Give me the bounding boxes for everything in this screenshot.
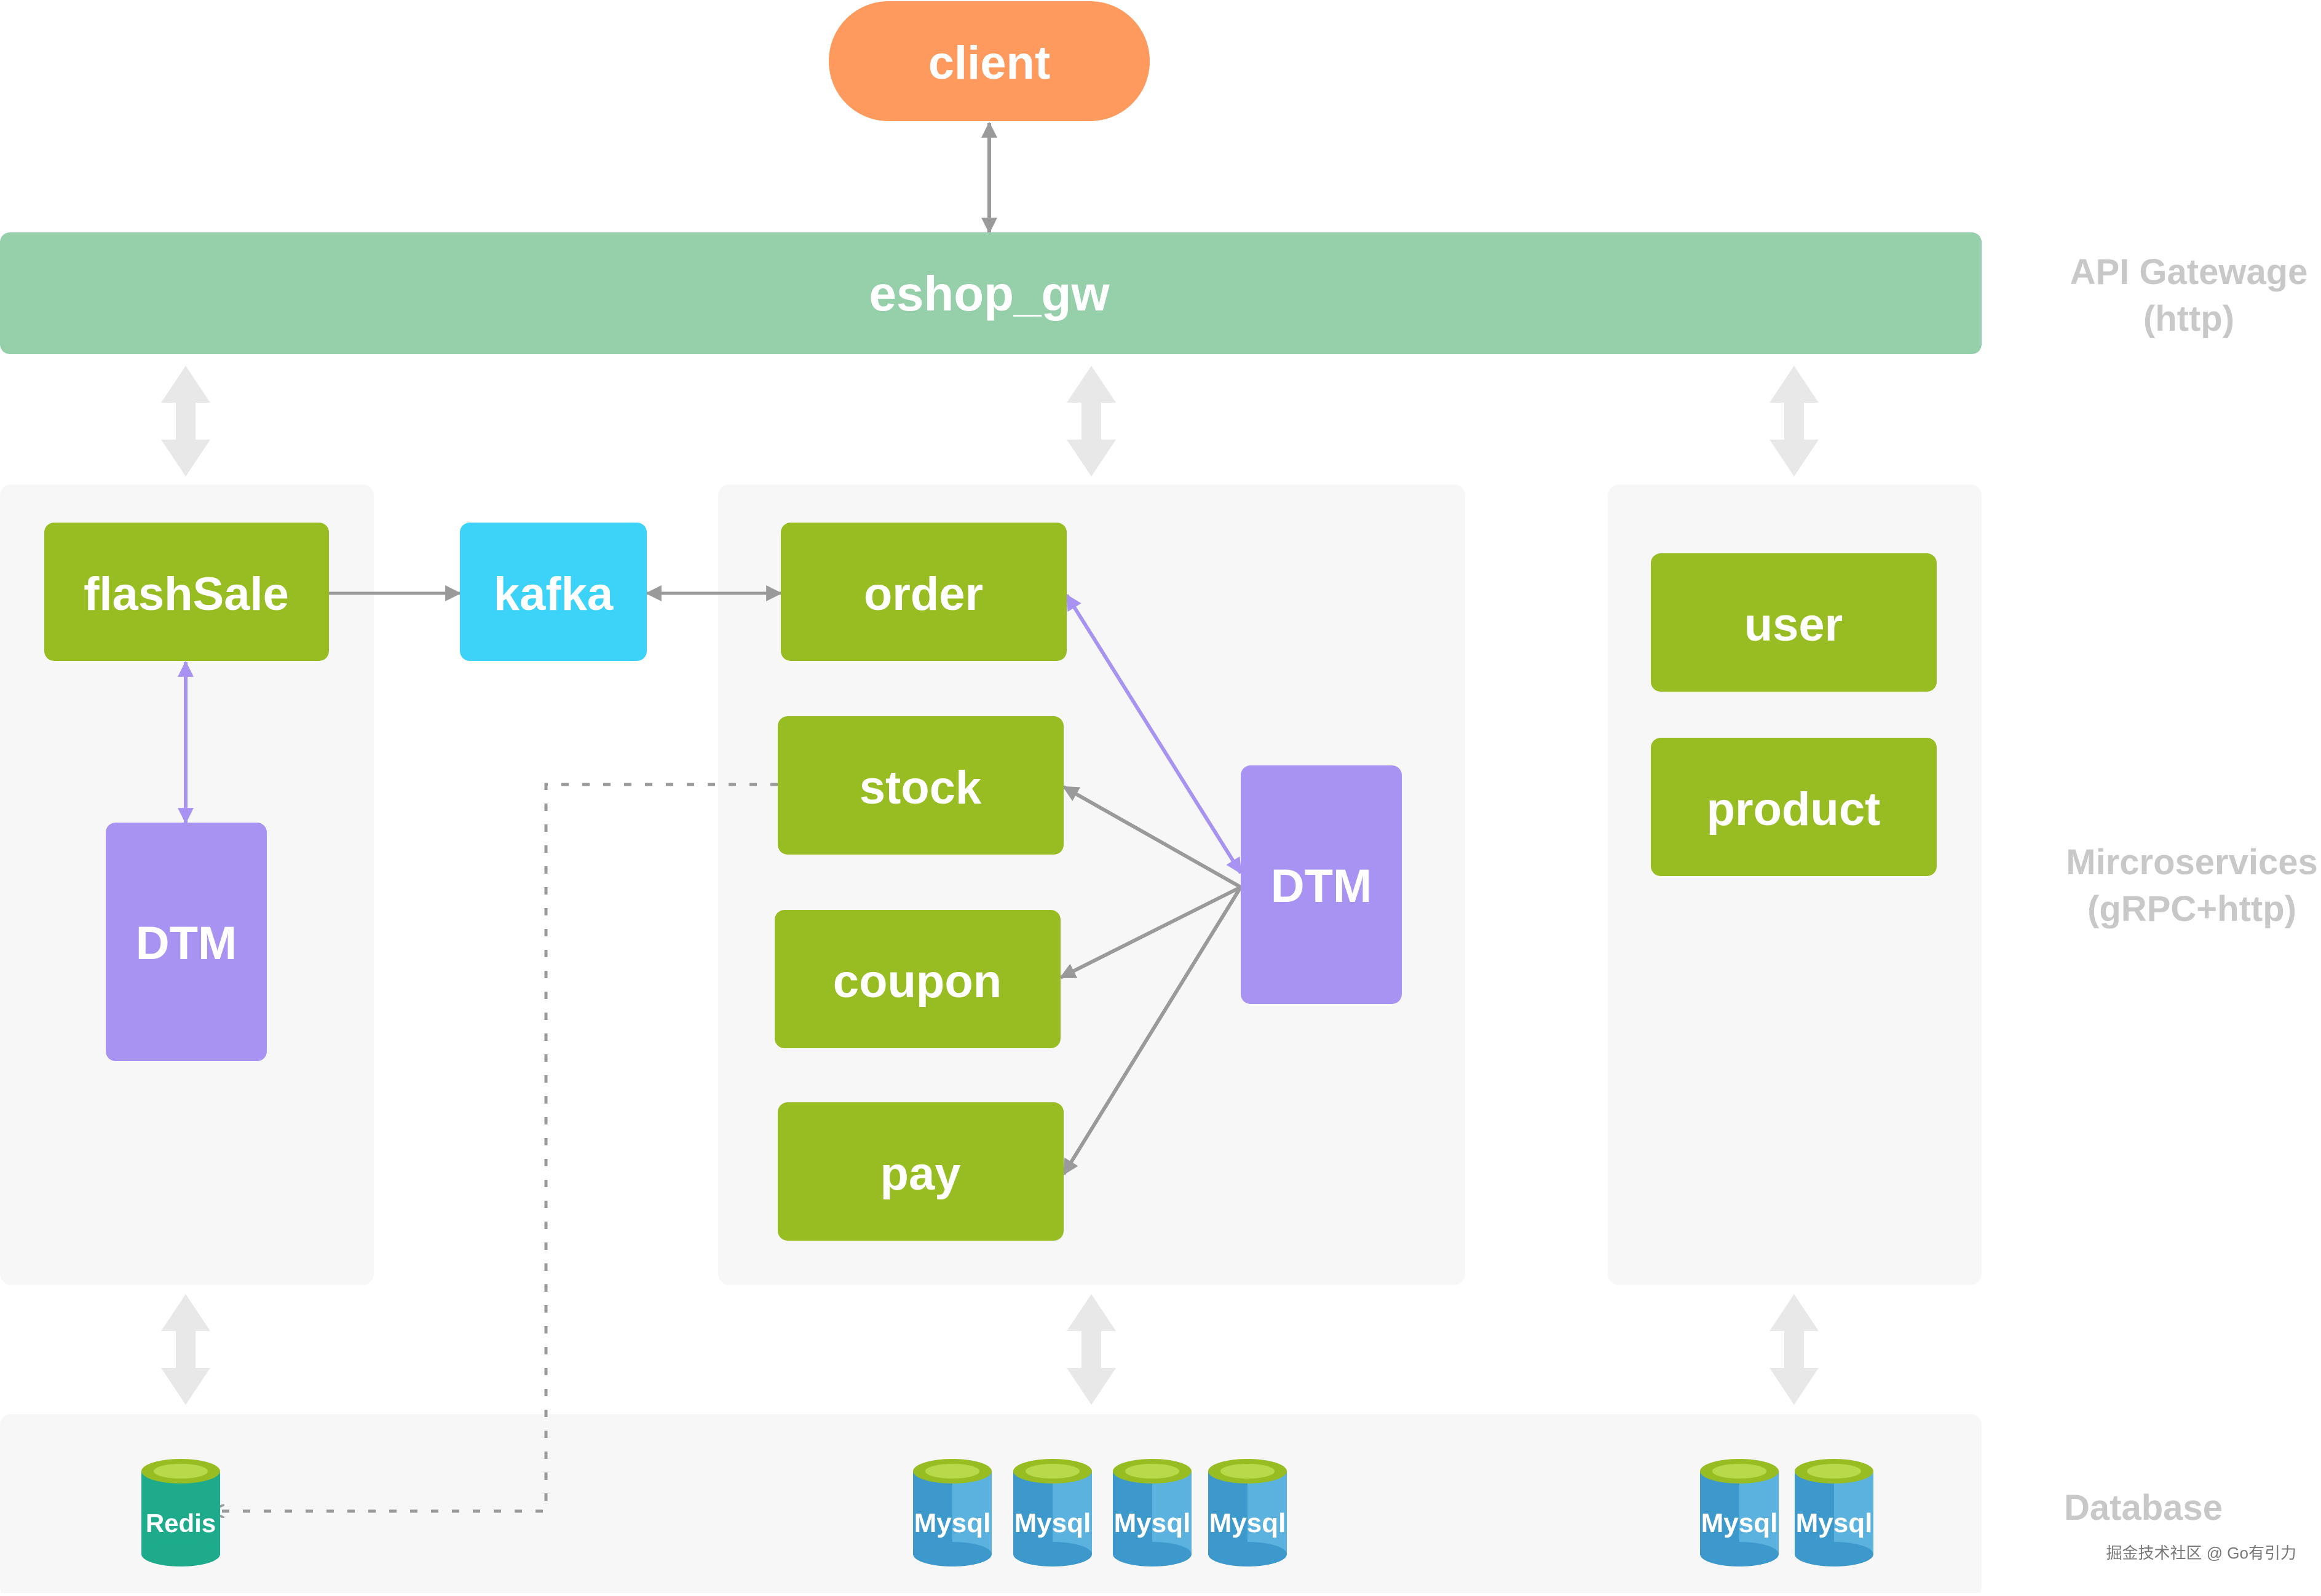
mysql-label: Mysql bbox=[1114, 1508, 1191, 1538]
product-label: product bbox=[1707, 783, 1881, 836]
product-node bbox=[1651, 738, 1937, 876]
dtm-order-arrow bbox=[1065, 594, 1243, 874]
coupon-label: coupon bbox=[833, 955, 1002, 1008]
mysql-db-icon: Mysql bbox=[1795, 1459, 1873, 1566]
flashsale-node bbox=[44, 523, 329, 661]
redis-label: Redis bbox=[146, 1509, 216, 1538]
gateway-to-services-arrows bbox=[161, 366, 1819, 476]
dtm-center-label: DTM bbox=[1271, 860, 1372, 912]
client-label: client bbox=[928, 37, 1051, 89]
gateway-label: eshop_gw bbox=[869, 266, 1110, 321]
mysql-label: Mysql bbox=[1796, 1508, 1873, 1538]
kafka-label: kafka bbox=[494, 568, 614, 620]
gateway-bar bbox=[0, 232, 1982, 354]
stock-node bbox=[778, 716, 1064, 855]
flashsale-label: flashSale bbox=[84, 568, 289, 620]
mysql-db-icon: Mysql bbox=[1208, 1459, 1287, 1566]
mysql-label: Mysql bbox=[1209, 1508, 1286, 1538]
user-label: user bbox=[1744, 599, 1843, 651]
layer-label-api-line1: API Gatewage bbox=[2070, 252, 2308, 292]
mysql-db-icon: Mysql bbox=[1113, 1459, 1192, 1566]
order-label: order bbox=[864, 568, 983, 620]
mysql-label: Mysql bbox=[1701, 1508, 1778, 1538]
pay-label: pay bbox=[880, 1148, 961, 1200]
layer-label-database: Database bbox=[2064, 1488, 2223, 1528]
coupon-node bbox=[775, 910, 1061, 1048]
watermark-text: 掘金技术社区 @ Go有引力 bbox=[2106, 1544, 2296, 1562]
mysql-db-icon: Mysql bbox=[913, 1459, 992, 1566]
stock-label: stock bbox=[860, 762, 982, 814]
client-node bbox=[829, 1, 1150, 121]
order-node bbox=[781, 523, 1067, 661]
services-to-db-arrows bbox=[161, 1294, 1819, 1405]
dtm-coupon-arrow bbox=[1059, 885, 1242, 979]
dtm-center-node bbox=[1241, 765, 1402, 1004]
mysql-label: Mysql bbox=[914, 1508, 991, 1538]
mysql-db-icon: Mysql bbox=[1013, 1459, 1092, 1566]
user-node bbox=[1651, 553, 1937, 692]
kafka-node bbox=[460, 523, 647, 661]
dtm-left-label: DTM bbox=[136, 917, 237, 970]
pay-node bbox=[778, 1102, 1064, 1241]
layer-label-micro-line2: (gRPC+http) bbox=[2087, 889, 2296, 929]
layer-label-micro-line1: Mircroservices bbox=[2066, 842, 2317, 882]
redis-db-icon: Redis bbox=[141, 1459, 220, 1566]
layer-label-api-line2: (http) bbox=[2143, 299, 2234, 339]
dtm-pay-arrow bbox=[1062, 886, 1243, 1175]
panel-order-group bbox=[718, 484, 1465, 1285]
mysql-db-icon: Mysql bbox=[1700, 1459, 1779, 1566]
mysql-label: Mysql bbox=[1014, 1508, 1091, 1538]
dtm-left-node bbox=[106, 823, 267, 1061]
dtm-stock-arrow bbox=[1062, 785, 1242, 889]
